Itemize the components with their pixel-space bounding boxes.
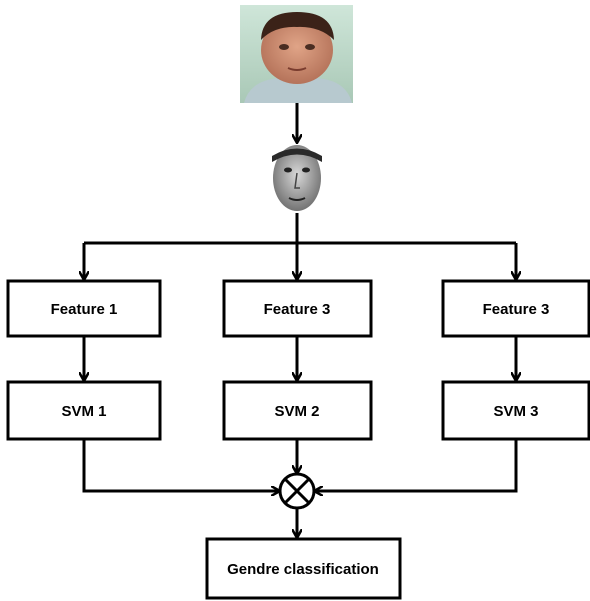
feature-box-1: Feature 1 [6,279,162,338]
output-box: Gendre classification [205,537,402,600]
svm-box-1: SVM 1 [6,380,162,441]
svm-box-2: SVM 2 [222,380,373,441]
svm-box-3: SVM 3 [441,380,590,441]
output-label: Gendre classification [227,561,379,578]
feature-3-label: Feature 3 [483,301,550,318]
feature-2-label: Feature 3 [264,301,331,318]
svm-1-label: SVM 1 [61,403,106,420]
svm-3-label: SVM 3 [493,403,538,420]
arrow-svm1-fusion [82,439,279,491]
svm-2-label: SVM 2 [274,403,319,420]
input-face-photo [240,5,353,103]
feature-box-2: Feature 3 [222,279,373,338]
feature-box-3: Feature 3 [441,279,590,338]
connectors [84,103,516,537]
arrow-svm3-fusion [315,439,518,491]
fusion-multiply-node [278,472,316,510]
feature-1-label: Feature 1 [51,301,118,318]
aligned-grayscale-face [265,145,329,213]
